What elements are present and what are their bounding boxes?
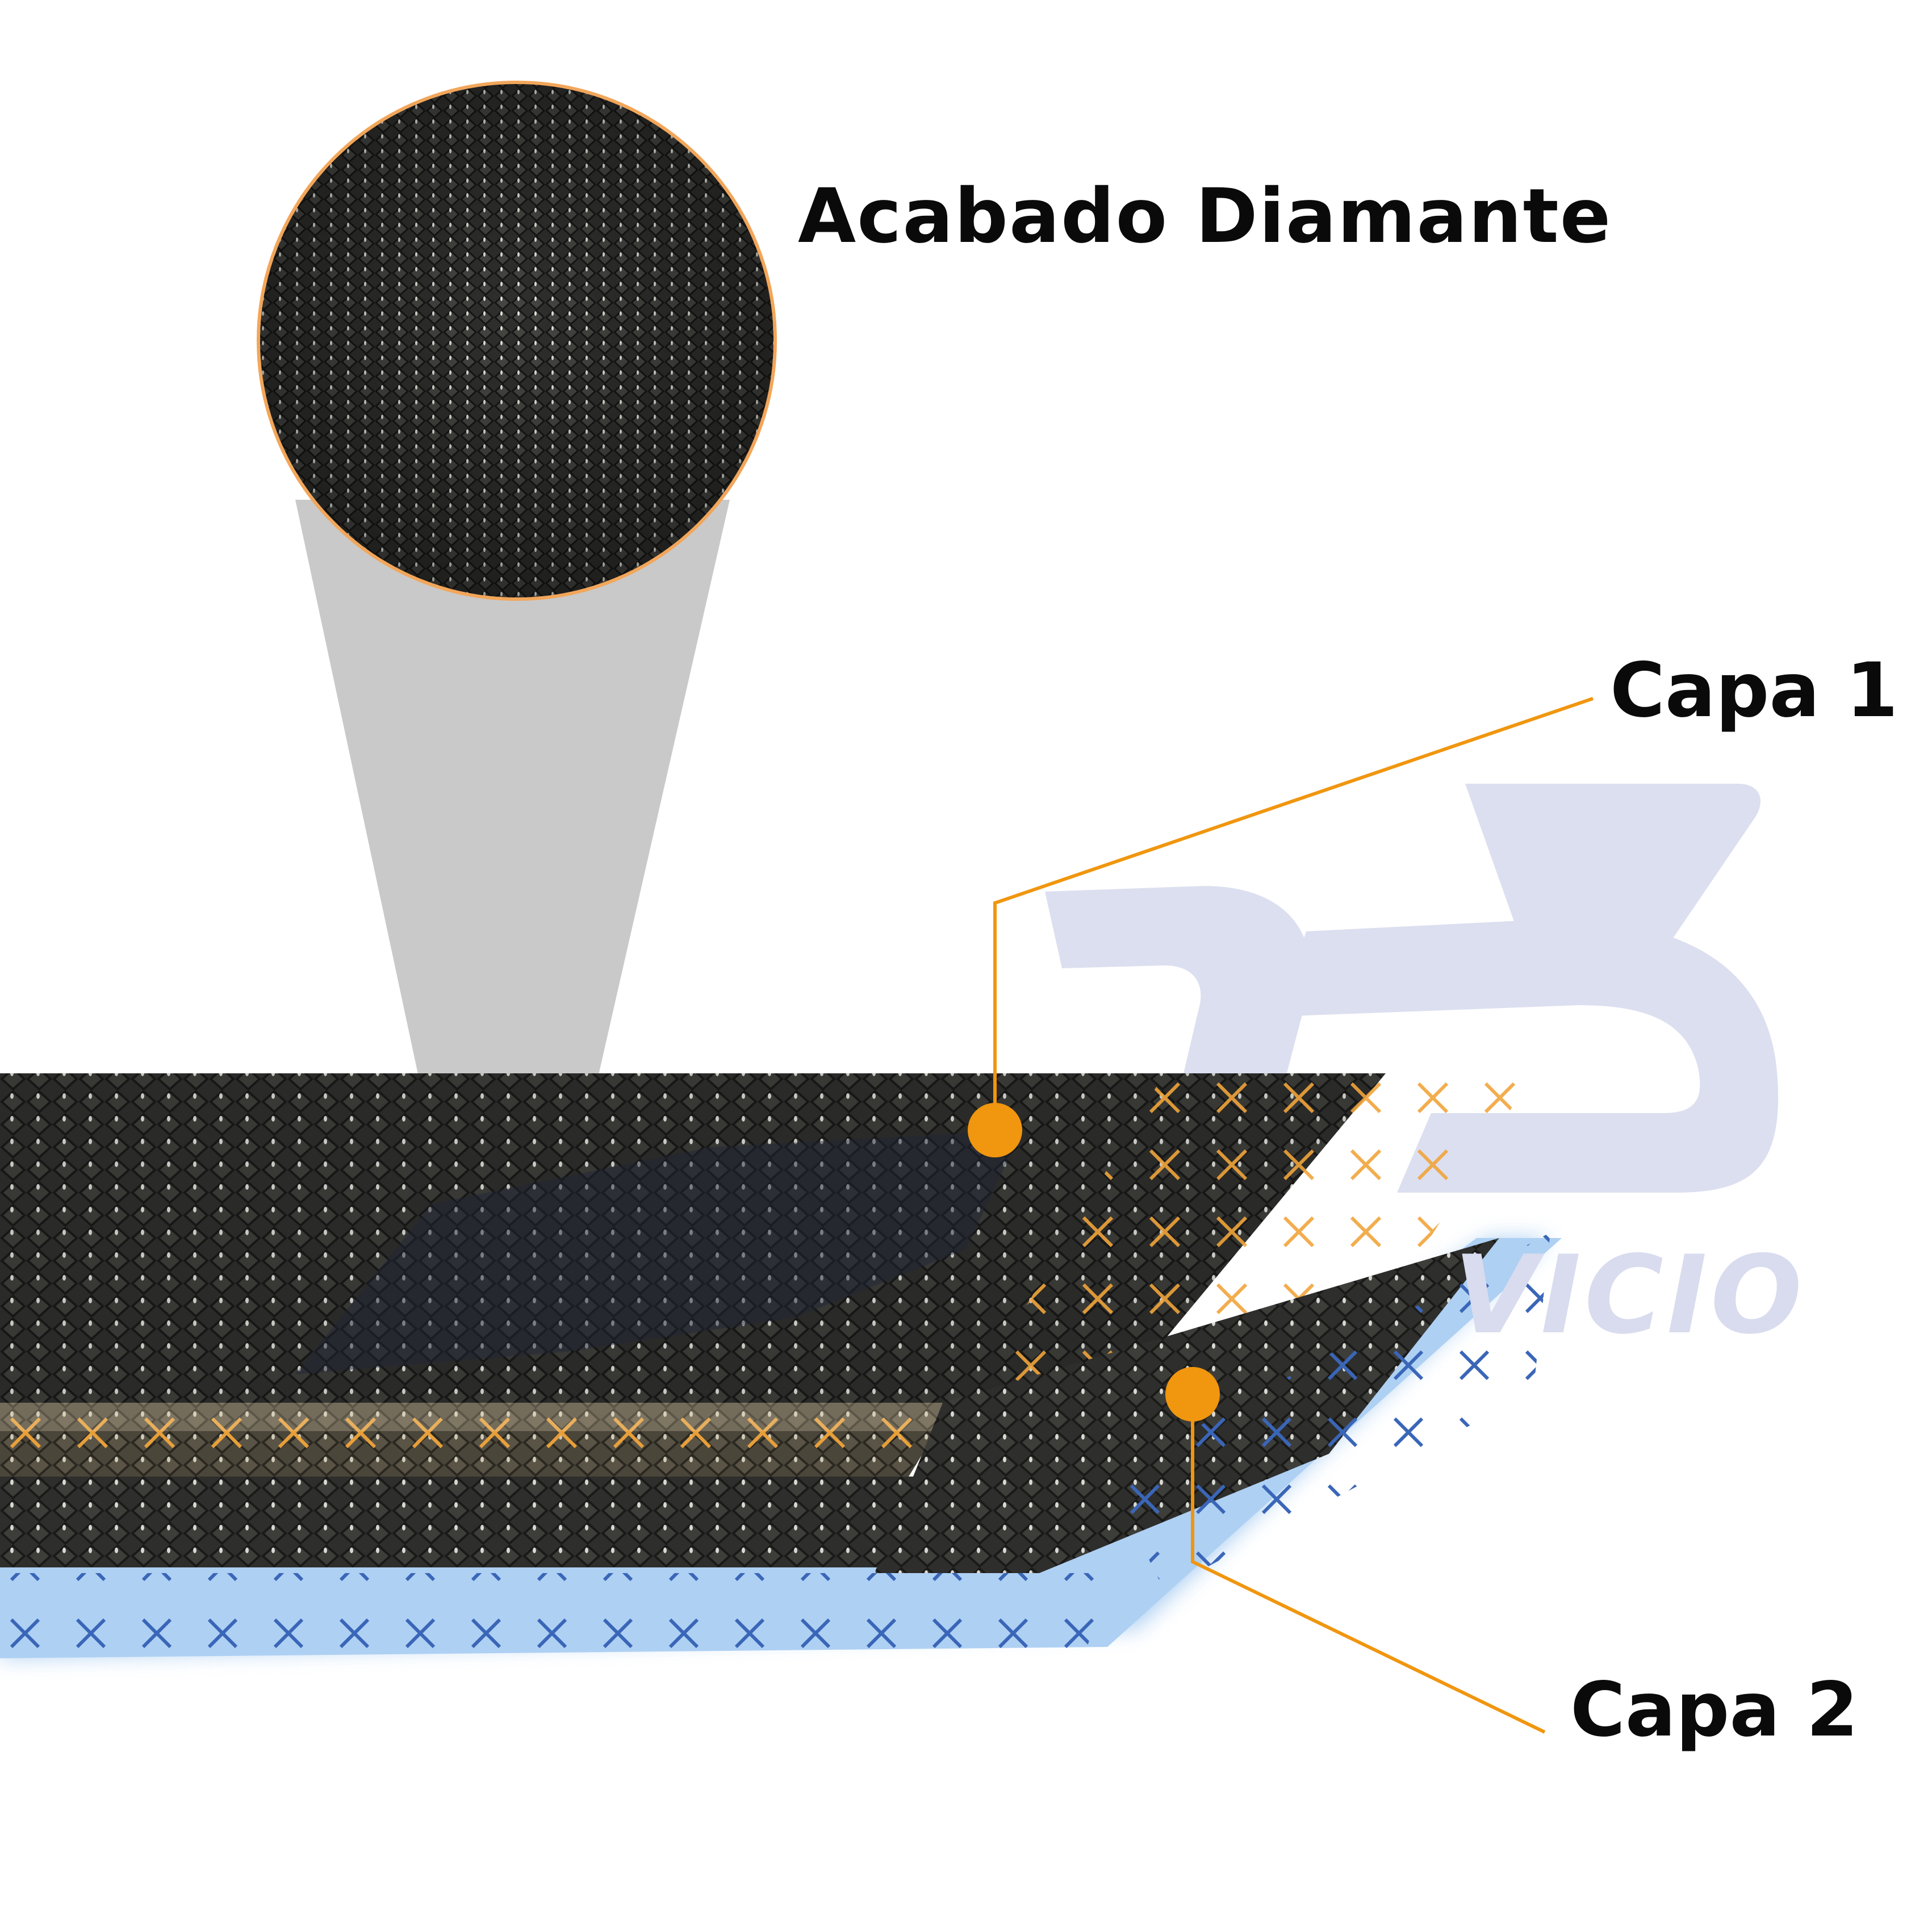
layer-1-front-edge [0,1403,1056,1488]
magnified-texture-circle [257,81,777,601]
layer-2 [0,1232,1562,1670]
layer-1-label: Capa 1 [1610,647,1898,734]
brand-logo-watermark [1045,784,1779,1193]
leader-layer-2 [1165,1367,1546,1734]
layer-1 [0,1073,1533,1408]
magnifier-beam [295,500,730,1085]
finish-label: Acabado Diamante [798,173,1612,260]
layer-1-dot-marker [968,1103,1022,1157]
layer-2-label: Capa 2 [1570,1666,1859,1754]
watermark-text: VICIO [1454,1232,1806,1358]
layer-2-dot-marker [1165,1367,1220,1421]
leader-layer-1 [968,697,1594,1157]
